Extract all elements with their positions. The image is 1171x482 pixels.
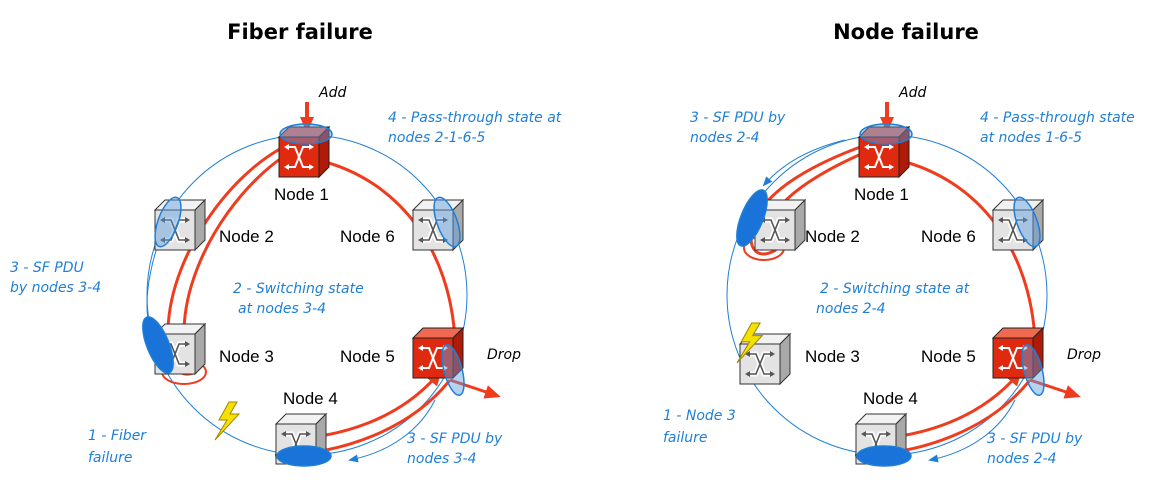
port-node-5 [1021, 344, 1045, 396]
note-pass-through: 4 - Pass-through state [980, 110, 1135, 126]
note-failure: failure [88, 450, 133, 466]
node-label: Node 2 [805, 227, 860, 246]
node-label: Node 6 [340, 227, 395, 246]
add-label: Add [318, 85, 346, 101]
port-node-1 [279, 123, 333, 145]
node-label: Node 1 [274, 185, 329, 204]
node-label: Node 6 [921, 227, 976, 246]
note-switching: at nodes 3-4 [238, 301, 326, 317]
port-node-3 [142, 316, 174, 374]
panel-title: Fiber failure [227, 20, 373, 44]
drop-label: Drop [1067, 347, 1101, 363]
panel-node-failure: Node failure Node 1 Node 2 Node 6 Node 3… [663, 20, 1135, 467]
note-pass-through: 4 - Pass-through state at [388, 110, 562, 126]
note-switching: nodes 2-4 [816, 301, 886, 317]
note-pass-through: at nodes 1-6-5 [980, 130, 1082, 146]
note-sf-pdu: 3 - SF PDU by [690, 110, 786, 126]
note-sf-pdu: 3 - SF PDU by [407, 431, 503, 447]
sf-pdu-arrow [348, 399, 436, 463]
node-label: Node 4 [863, 389, 918, 408]
note-sf-pdu: 3 - SF PDU by [987, 431, 1083, 447]
node-label: Node 3 [805, 347, 860, 366]
port-node-5 [441, 344, 465, 396]
sf-pdu-arrow [928, 399, 1016, 463]
panel-fiber-failure: Fiber failure Node 1 Node 2 Node 6 [10, 20, 562, 467]
note-sf-pdu: nodes 2-4 [690, 130, 760, 146]
port-node-2 [154, 196, 182, 248]
note-failure: failure [663, 430, 708, 446]
drop-arrow [449, 378, 501, 399]
note-sf-pdu: nodes 3-4 [407, 451, 477, 467]
note-switching: 2 - Switching state at [820, 281, 970, 297]
note-sf-pdu: nodes 2-4 [987, 451, 1057, 467]
port-node-2 [736, 189, 768, 247]
port-node-4 [856, 445, 912, 467]
node-label: Node 1 [854, 185, 909, 204]
port-node-4 [276, 445, 332, 467]
node-label: Node 4 [283, 389, 338, 408]
drop-label: Drop [487, 347, 521, 363]
port-node-1 [859, 123, 913, 145]
note-pass-through: nodes 2-1-6-5 [388, 130, 486, 146]
sf-pdu-arrow [762, 139, 846, 187]
node-label: Node 5 [921, 347, 976, 366]
note-switching: 2 - Switching state [233, 281, 364, 297]
drop-arrow [1029, 378, 1081, 399]
failure-bolt-icon [214, 401, 240, 441]
note-sf-pdu: by nodes 3-4 [10, 280, 101, 296]
note-failure: 1 - Node 3 [663, 408, 736, 424]
add-label: Add [898, 85, 926, 101]
note-sf-pdu: 3 - SF PDU [10, 260, 84, 276]
node-label: Node 3 [219, 347, 274, 366]
node-label: Node 2 [219, 227, 274, 246]
port-node-6 [1013, 196, 1041, 248]
port-node-6 [433, 196, 461, 248]
note-failure: 1 - Fiber [88, 428, 147, 444]
node-label: Node 5 [340, 347, 395, 366]
panel-title: Node failure [833, 20, 979, 44]
